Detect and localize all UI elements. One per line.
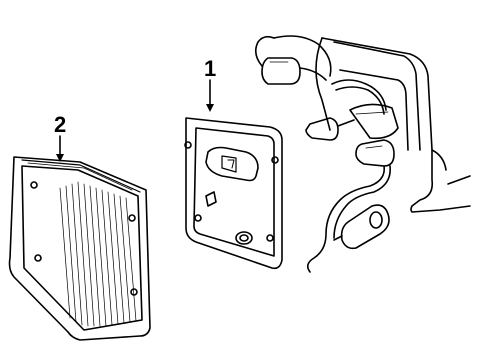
callout-2: 2 xyxy=(54,112,66,162)
tail-lamp-lens xyxy=(8,156,151,341)
lamp-gasket xyxy=(184,117,283,270)
wiring-harness xyxy=(254,35,399,273)
svg-text:1: 1 xyxy=(204,56,216,81)
callout-1: 1 xyxy=(204,56,216,112)
svg-text:2: 2 xyxy=(54,112,66,137)
